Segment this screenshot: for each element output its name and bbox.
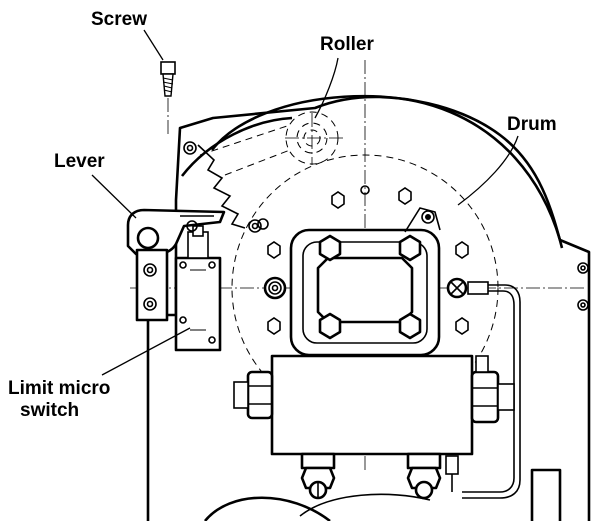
callout-labels: Screw Roller Drum Lever Limit micro swit… [8,9,557,421]
label-drum: Drum [507,114,557,135]
roller [199,111,339,176]
lever-assembly [126,116,293,257]
label-lever: Lever [54,151,105,172]
lever-leader [91,174,137,219]
leader-lines [91,29,519,376]
housing [146,94,591,521]
drum-bolts [257,185,469,335]
limit-switch [135,225,222,352]
label-screw: Screw [91,9,147,30]
drum-leader [457,135,519,206]
center-mount [289,207,441,357]
label-switch: switch [20,400,79,421]
limit-switch-leader [101,327,191,376]
label-roller: Roller [320,34,374,55]
valve-block [233,354,515,500]
screw [160,61,176,97]
screw-leader [143,29,164,61]
label-limit-micro: Limit micro [8,378,110,399]
roller-leader [314,57,339,119]
